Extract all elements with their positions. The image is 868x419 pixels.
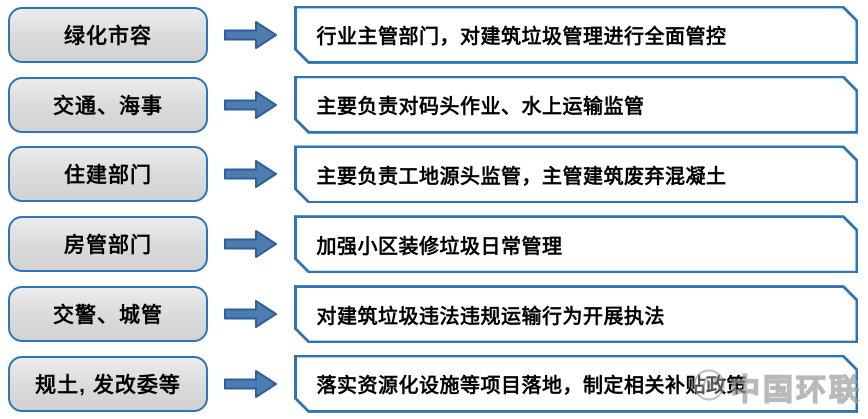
- department-box: 住建部门: [8, 146, 208, 203]
- arrow-right-icon: [208, 297, 294, 331]
- arrow-right-icon: [208, 367, 294, 401]
- responsibility-box: 行业主管部门，对建筑垃圾管理进行全面管控: [294, 6, 858, 64]
- diagram-row: 绿化市容 行业主管部门，对建筑垃圾管理进行全面管控: [0, 0, 868, 70]
- responsibility-box: 落实资源化设施等项目落地，制定相关补贴政策: [294, 355, 858, 413]
- responsibility-text: 主要负责工地源头监管，主管建筑废弃混凝土: [297, 148, 856, 201]
- diagram-row: 交通、海事 主要负责对码头作业、水上运输监管: [0, 70, 868, 140]
- responsibility-box: 对建筑垃圾违法违规运输行为开展执法: [294, 285, 858, 343]
- responsibility-box: 主要负责对码头作业、水上运输监管: [294, 76, 858, 134]
- arrow-right-icon: [208, 227, 294, 261]
- department-box: 交通、海事: [8, 76, 208, 133]
- responsibility-text: 主要负责对码头作业、水上运输监管: [297, 78, 856, 131]
- diagram-row: 住建部门 主要负责工地源头监管，主管建筑废弃混凝土: [0, 140, 868, 210]
- responsibility-text: 加强小区装修垃圾日常管理: [297, 218, 856, 271]
- responsibility-text: 行业主管部门，对建筑垃圾管理进行全面管控: [297, 8, 856, 61]
- responsibility-text: 对建筑垃圾违法违规运输行为开展执法: [297, 288, 856, 341]
- responsibility-box: 主要负责工地源头监管，主管建筑废弃混凝土: [294, 145, 858, 203]
- diagram-row: 交警、城管 对建筑垃圾违法违规运输行为开展执法: [0, 279, 868, 349]
- arrow-right-icon: [208, 18, 294, 52]
- department-box: 绿化市容: [8, 6, 208, 63]
- responsibility-text: 落实资源化设施等项目落地，制定相关补贴政策: [297, 357, 856, 410]
- diagram-row: 规土, 发改委等 落实资源化设施等项目落地，制定相关补贴政策: [0, 349, 868, 419]
- arrow-right-icon: [208, 157, 294, 191]
- department-box: 交警、城管: [8, 286, 208, 343]
- department-box: 房管部门: [8, 216, 208, 273]
- responsibility-box: 加强小区装修垃圾日常管理: [294, 215, 858, 273]
- diagram-row: 房管部门 加强小区装修垃圾日常管理: [0, 209, 868, 279]
- arrow-right-icon: [208, 88, 294, 122]
- department-box: 规土, 发改委等: [8, 355, 208, 412]
